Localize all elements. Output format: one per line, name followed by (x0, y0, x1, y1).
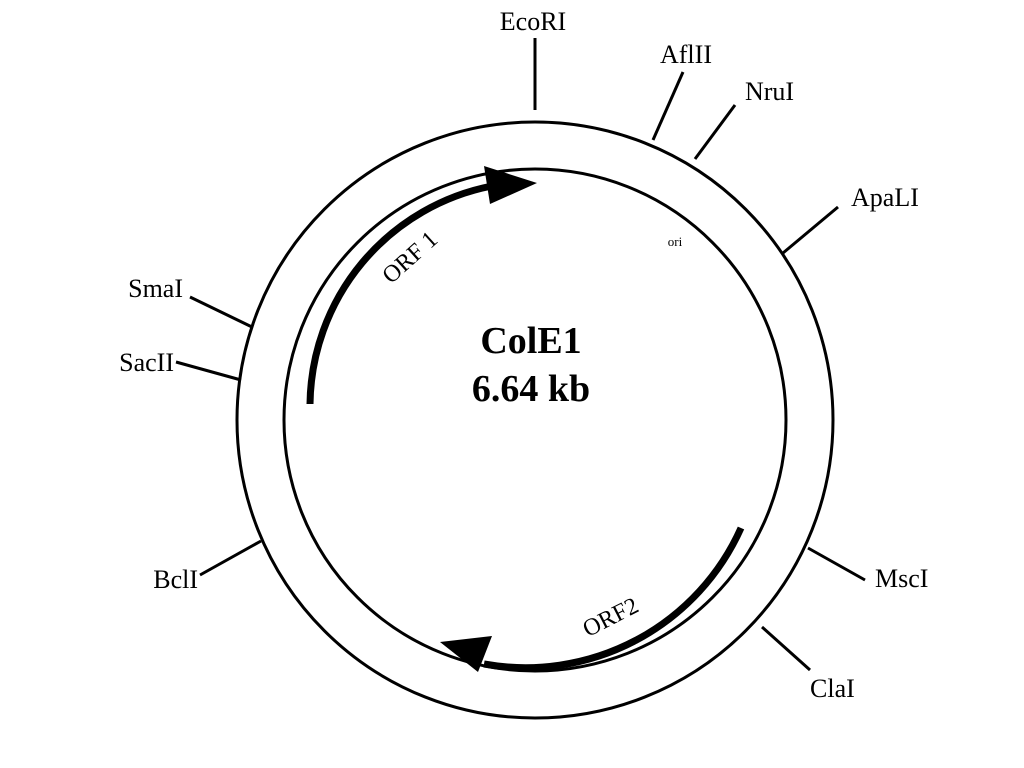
site-tick-bcli (199, 539, 262, 577)
site-label-apali: ApaLI (851, 183, 919, 212)
site-tick-apali (782, 205, 839, 255)
orf2-arrowhead (440, 636, 492, 672)
orf2-label: ORF2 (579, 593, 643, 643)
plasmid-outer-ring (235, 120, 835, 720)
orf2-arc (483, 526, 745, 672)
site-tick-aflii (651, 71, 685, 141)
plasmid-size: 6.64 kb (472, 368, 590, 410)
site-label-clai: ClaI (810, 674, 855, 703)
site-label-aflii: AflII (660, 40, 712, 69)
site-tick-nrui (693, 104, 737, 160)
site-tick-clai (760, 625, 812, 672)
site-label-sacii: SacII (119, 348, 174, 377)
site-tick-smai (189, 295, 253, 329)
orf1-arrowhead (484, 166, 537, 204)
ori-label: ori (668, 234, 683, 249)
site-label-msci: MscI (875, 564, 928, 593)
plasmid-inner-ring (282, 167, 788, 673)
site-label-smai: SmaI (128, 274, 183, 303)
site-label-nrui: NruI (745, 77, 794, 106)
site-label-bcli: BclI (153, 565, 198, 594)
site-tick-sacii (175, 360, 242, 382)
site-label-ecori: EcoRI (500, 7, 566, 36)
orf1-arc (306, 182, 493, 405)
site-tick-msci (807, 546, 866, 582)
plasmid-name: ColE1 (480, 320, 581, 362)
